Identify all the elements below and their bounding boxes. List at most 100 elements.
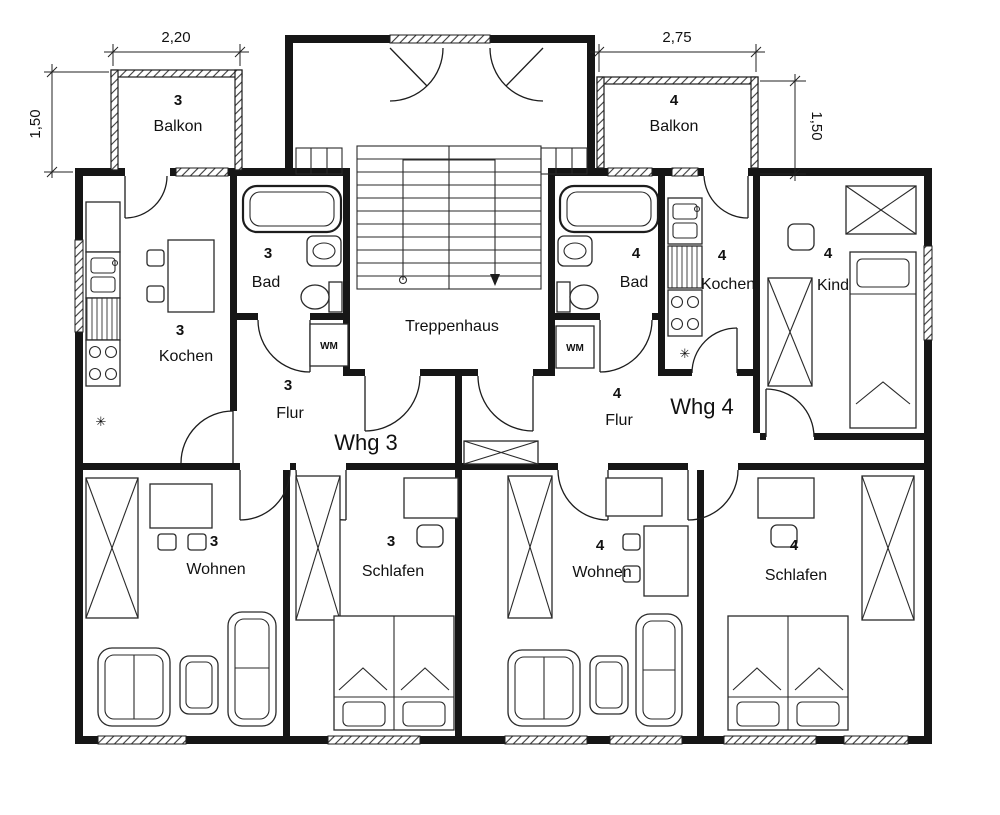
room-num-schlafen-4: 4 [790, 537, 799, 554]
wm-label-3: WM [320, 341, 338, 352]
chair-icon [622, 565, 641, 583]
kitchen-cabinet-icon [85, 201, 121, 253]
table-icon [643, 525, 689, 597]
balcony-4-parapet [596, 76, 759, 169]
toilet-icon [328, 281, 343, 313]
kitchen-4-fittings [667, 197, 703, 337]
room-label-kochen-4: Kochen [701, 276, 755, 293]
window-icon [923, 245, 933, 341]
sofa-icon [227, 611, 277, 727]
room-num-balkon-4: 4 [670, 92, 679, 109]
window-icon [175, 167, 229, 177]
window-icon [723, 735, 817, 745]
labels: 2,20 2,75 1,50 1,50 3 Balkon 4 Balkon 3 … [27, 29, 849, 584]
stove-icon [85, 339, 121, 387]
bed-icon [849, 251, 917, 429]
living-3-furniture [85, 477, 277, 727]
room-num-flur-4: 4 [613, 385, 622, 402]
chair-icon [146, 249, 165, 267]
chair-icon [146, 285, 165, 303]
room-label-balkon-3: Balkon [154, 118, 203, 135]
bedroom-3-furniture [295, 475, 459, 731]
washbasin-icon [306, 235, 342, 267]
living-4-furniture [507, 475, 689, 727]
room-num-bad-4: 4 [632, 245, 641, 262]
dim-balkon3-depth: 1,50 [27, 109, 44, 138]
washing-machine-4 [555, 325, 595, 369]
balcony-3-parapet [110, 69, 243, 171]
window-icon [671, 167, 699, 177]
window-icon [97, 735, 187, 745]
building-walls [75, 35, 932, 744]
room-label-kind-4: Kind [817, 277, 849, 294]
bedroom-4-furniture [727, 475, 915, 731]
room-num-wohnen-4: 4 [596, 537, 605, 554]
bathtub-icon [558, 184, 660, 234]
chair-icon [187, 533, 207, 551]
room-label-kochen-3: Kochen [159, 348, 213, 365]
dishwasher-icon [667, 245, 703, 289]
staircase [295, 145, 588, 290]
window-icon [327, 735, 421, 745]
room-num-balkon-3: 3 [174, 92, 182, 109]
chair-icon [770, 524, 798, 548]
kind-4-furniture [767, 185, 917, 429]
window-icon [609, 735, 683, 745]
dishwasher-icon [85, 297, 121, 341]
room-label-wohnen-4: Wohnen [572, 564, 631, 581]
bath-3-fittings [241, 184, 343, 313]
window-icon [504, 735, 588, 745]
desk-icon [757, 477, 815, 519]
dim-balkon3-width: 2,20 [161, 29, 190, 46]
window-icon [74, 239, 84, 333]
kitchen-table-icon [167, 239, 215, 313]
room-num-schlafen-3: 3 [387, 533, 395, 550]
desk-icon [605, 477, 663, 517]
dim-balkon4-depth: 1,50 [808, 111, 825, 140]
chair-icon [416, 524, 444, 548]
room-label-bad-3: Bad [252, 274, 280, 291]
dim-balkon4-width: 2,75 [662, 29, 691, 46]
room-label-wohnen-3: Wohnen [186, 561, 245, 578]
room-num-wohnen-3: 3 [210, 533, 218, 550]
table-icon [149, 483, 213, 529]
chair-icon [622, 533, 641, 551]
stair-walk-line [402, 159, 496, 280]
room-num-kochen-3: 3 [176, 322, 184, 339]
chair-icon [787, 223, 815, 251]
toilet-icon [556, 281, 571, 313]
hall-4-closet [463, 440, 539, 465]
room-num-kochen-4: 4 [718, 247, 727, 264]
armchair-icon [179, 655, 219, 715]
freezer-symbol-icon-3: ✳ [96, 414, 107, 429]
doors [124, 47, 815, 521]
apartment-label-whg3: Whg 3 [334, 430, 398, 455]
room-label-treppenhaus: Treppenhaus [405, 318, 499, 335]
room-num-flur-3: 3 [284, 377, 292, 394]
stove-icon [667, 289, 703, 337]
room-label-schlafen-3: Schlafen [362, 563, 424, 580]
chair-icon [157, 533, 177, 551]
room-label-bad-4: Bad [620, 274, 648, 291]
apartment-label-whg4: Whg 4 [670, 394, 734, 419]
window-icon [843, 735, 909, 745]
bath-4-fittings [556, 184, 660, 313]
washing-machine-3 [309, 323, 349, 367]
room-label-flur-3: Flur [276, 405, 304, 422]
bathtub-icon [241, 184, 343, 234]
room-label-flur-4: Flur [605, 412, 633, 429]
wm-label-4: WM [566, 343, 584, 354]
freezer-symbol-icon-4: ✳ [680, 346, 691, 361]
room-num-bad-3: 3 [264, 245, 272, 262]
dimension-lines [44, 44, 806, 181]
room-num-kind-4: 4 [824, 245, 833, 262]
stair-direction-arrow-icon [490, 274, 500, 286]
armchair-icon [589, 655, 629, 715]
kitchen-3-fittings [85, 201, 215, 387]
windows [74, 34, 933, 745]
window-icon [389, 34, 491, 44]
desk-icon [403, 477, 459, 519]
room-label-balkon-4: Balkon [650, 118, 699, 135]
